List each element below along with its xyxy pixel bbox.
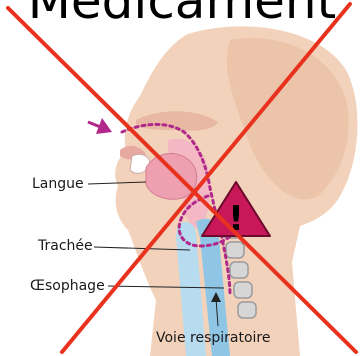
- header-text: Médicament: [28, 0, 336, 30]
- arrow-icon: [88, 118, 112, 134]
- label-langue-text: Langue: [32, 176, 84, 192]
- label-trachee-text: Trachée: [37, 238, 93, 254]
- tongue: [146, 153, 197, 199]
- label-oesophage-text: Œsophage: [30, 278, 105, 294]
- label-voie-text: Voie respiratoire: [156, 330, 270, 346]
